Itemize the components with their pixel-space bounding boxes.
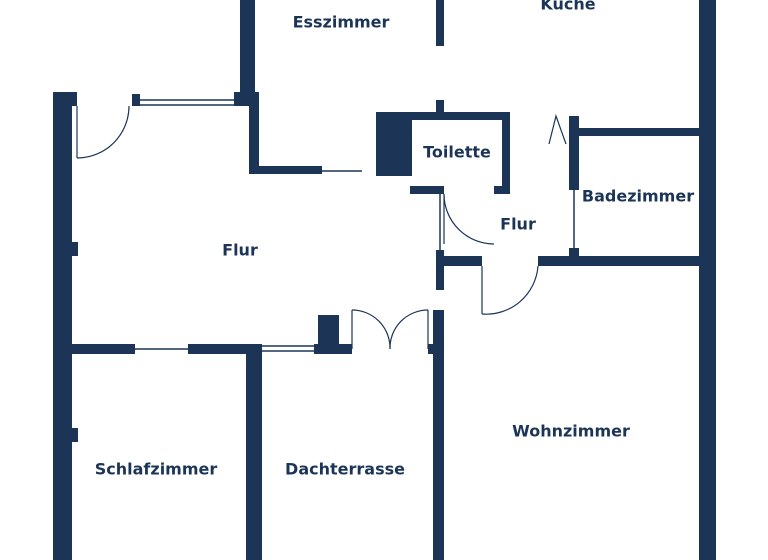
door-double-left-arc [351,309,391,350]
room-label-badezimmer: Badezimmer [582,187,694,206]
room-label-schlafzimmer: Schlafzimmer [95,460,218,479]
room-labels: Küche Esszimmer Toilette Badezimmer Flur… [95,0,694,479]
walls [53,0,716,560]
room-label-esszimmer: Esszimmer [293,13,390,32]
wall-stub-2 [68,428,78,442]
wall-dach-left [254,344,262,560]
wall-bad-top [569,128,699,136]
room-label-kueche: Küche [540,0,595,14]
wall-chimney [318,315,339,350]
wall-stub-1 [68,242,78,256]
room-label-flur-small: Flur [500,215,536,234]
openings [135,99,575,352]
door-double-right-arc [389,309,429,350]
room-label-dachterrasse: Dachterrasse [285,460,405,479]
wall-wohn-top-left [436,256,482,266]
wall-outer-left [53,92,72,560]
wall-flur-bottom-b [188,344,260,354]
wall-flur-top-a [132,94,140,106]
wall-toilette-block [376,112,412,176]
door-bad-arc [548,113,567,145]
wall-wohn-top-right [538,256,699,266]
wall-flur-bottom-d [428,344,444,354]
wall-toilette-bottom [410,186,444,194]
wall-bad-left [569,116,579,190]
wall-toilette-bottom-r [494,186,510,194]
door-toilet-arc [443,193,495,245]
room-label-flur-main: Flur [222,241,258,260]
wall-toilette-top [412,112,510,120]
wall-flur-bottom-a [53,344,135,354]
wall-wohn-left [436,250,444,290]
door-entry-arc [76,105,130,159]
doors [76,105,567,350]
door-wohn-arc [481,265,539,315]
wall-toilette-right [502,112,510,194]
wall-esszimmer-left [240,0,255,106]
room-label-toilette: Toilette [423,143,491,162]
wall-flur-top-left [53,92,77,106]
wall-esszimmer-bottom [249,166,322,174]
wall-kueche-divider [436,0,444,46]
wall-wohn-left-low [433,310,444,560]
room-label-wohnzimmer: Wohnzimmer [512,422,630,441]
wall-esszimmer-left-low [249,92,259,174]
wall-kueche-divider-low [436,100,444,118]
wall-outer-right [699,0,716,560]
